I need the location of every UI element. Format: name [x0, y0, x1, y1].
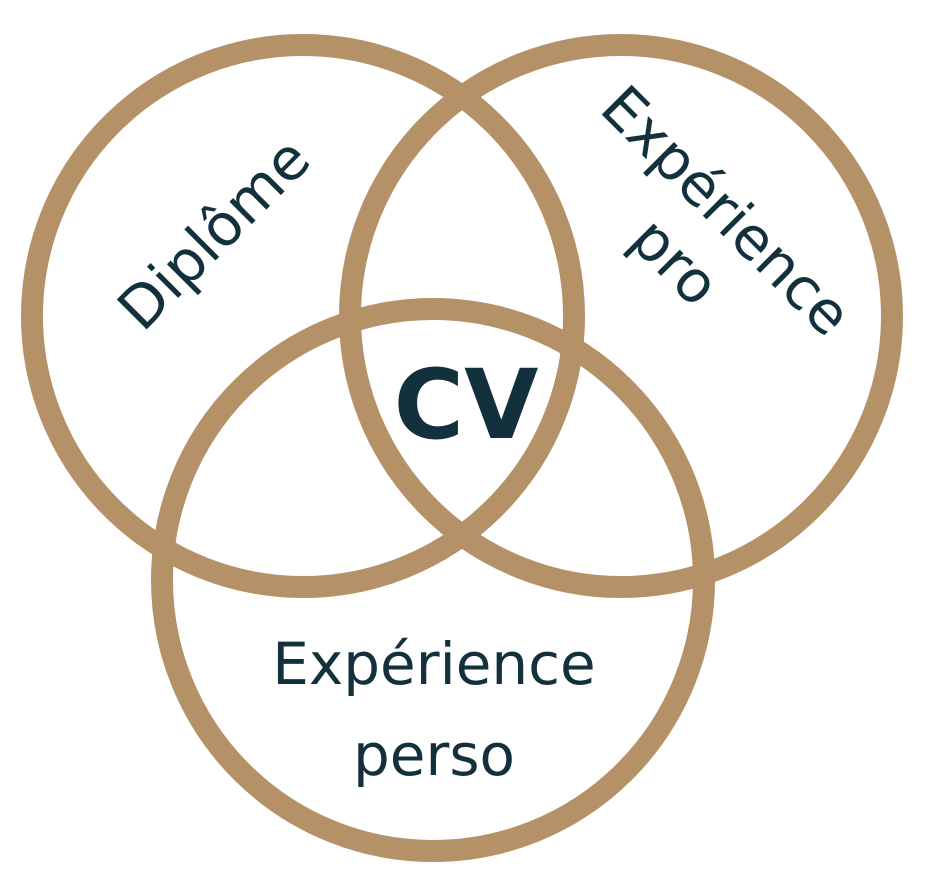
experience-perso-circle — [151, 298, 715, 862]
experience-perso-label-line2: perso — [353, 721, 515, 789]
experience-perso-label-line1: Expérience — [272, 630, 595, 698]
diplome-circle — [21, 34, 585, 598]
experience-pro-label-line1: Expérience — [588, 72, 865, 349]
diplome-label: Diplôme — [104, 124, 323, 343]
cv-center-label: CV — [394, 349, 539, 461]
